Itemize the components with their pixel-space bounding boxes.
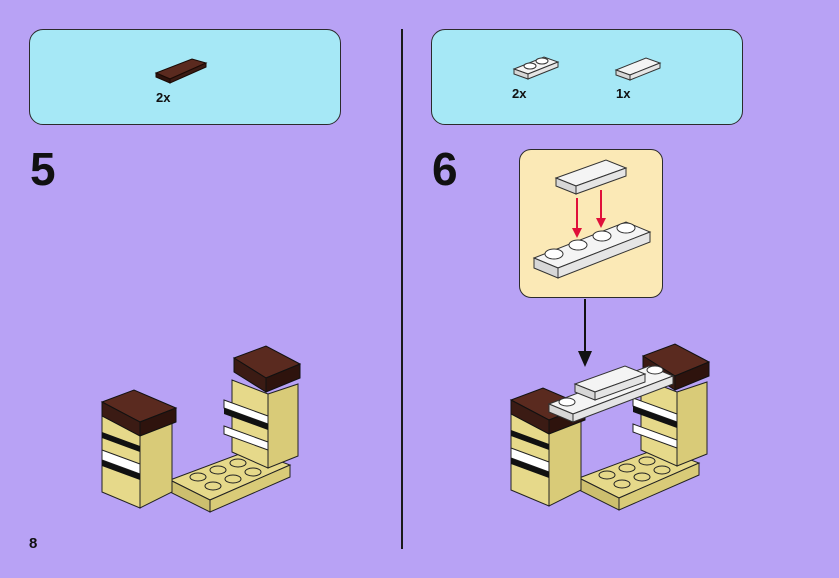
part-qty: 1x <box>616 86 630 101</box>
dark-brown-plate-1x4-icon <box>154 55 214 85</box>
part-qty: 2x <box>156 90 170 105</box>
step-number: 5 <box>30 146 56 192</box>
part-qty: 2x <box>512 86 526 101</box>
step-divider <box>401 29 403 549</box>
white-plate-1x2-icon <box>510 51 570 81</box>
subassembly-illustration <box>520 150 660 295</box>
page-number: 8 <box>29 535 37 552</box>
step-5-parts-box: 2x <box>29 29 341 125</box>
subassembly-callout <box>519 149 663 298</box>
step-number: 6 <box>432 146 458 192</box>
white-tile-1x2-icon <box>614 54 674 84</box>
step-6-model-illustration <box>509 338 719 528</box>
step-6-parts-box: 2x 1x <box>431 29 743 125</box>
step-5-model-illustration <box>100 340 310 530</box>
